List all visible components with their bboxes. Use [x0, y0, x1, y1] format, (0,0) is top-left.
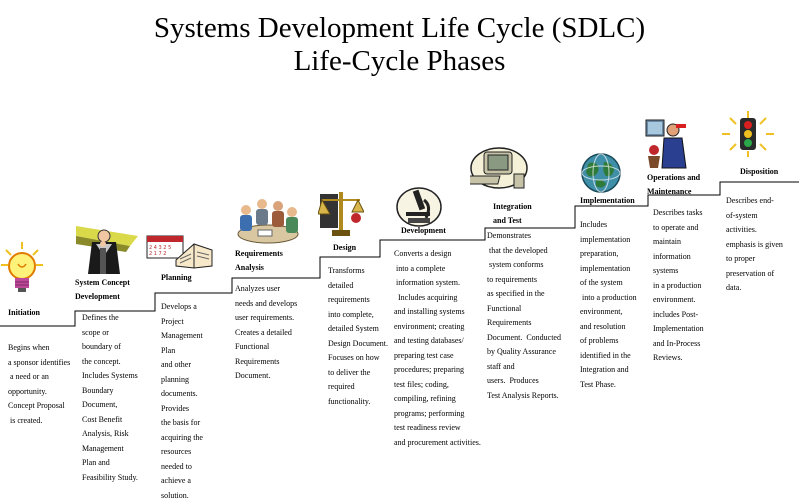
phase-name-implementation: Implementation [580, 196, 635, 205]
team-meeting-icon [232, 196, 304, 246]
phase-description-system-concept-development: Defines the scope or boundary of the con… [82, 313, 138, 482]
traffic-light-icon [720, 110, 776, 158]
thinking-person-icon [70, 222, 140, 278]
phase-name-disposition: Disposition [740, 167, 779, 176]
phase-name-planning: Planning [161, 273, 192, 282]
title-line-2: Life-Cycle Phases [293, 45, 506, 77]
svg-text:2 4 3 2 5: 2 4 3 2 5 [149, 245, 171, 251]
phase-description-integration-and-test: Demonstrates that the developed system c… [487, 231, 561, 400]
phase-description-implementation: Includes implementation preparation, imp… [580, 220, 637, 389]
diagram-title: Systems Development Life Cycle (SDLC) Li… [0, 12, 799, 78]
phase-description-development: Converts a design into a complete inform… [394, 249, 481, 447]
scales-icon [317, 188, 365, 238]
svg-text:2 1 7 2: 2 1 7 2 [149, 251, 167, 257]
phase-name-requirements-analysis: Requirements Analysis [235, 249, 283, 272]
phase-name-system-concept-development: System Concept Development [75, 278, 130, 301]
globe-icon [578, 152, 624, 194]
phase-name-operations-and-maintenance: Operations and Maintenance [647, 173, 701, 196]
phase-description-planning: Develops a Project Management Plan and o… [161, 302, 203, 500]
phase-name-initiation: Initiation [8, 308, 41, 317]
microscope-icon [396, 186, 442, 228]
computer-icon [463, 146, 528, 192]
phase-description-initiation: Begins when a sponsor identifies a need … [8, 343, 71, 425]
phase-description-requirements-analysis: Analyzes user needs and develops user re… [235, 284, 298, 380]
phase-description-design: Transforms detailed requirements into co… [328, 266, 388, 406]
title-line-1: Systems Development Life Cycle (SDLC) [153, 12, 646, 44]
phase-description-operations-and-maintenance: Describes tasks to operate and maintain … [653, 208, 704, 362]
phase-name-development: Development [401, 226, 446, 235]
phase-name-integration-and-test: Integration and Test [493, 202, 532, 225]
lightbulb-icon [0, 240, 44, 296]
operator-icon [644, 118, 690, 170]
phase-name-design: Design [333, 243, 357, 252]
phase-description-disposition: Describes end- of-system activities. emp… [726, 196, 783, 292]
